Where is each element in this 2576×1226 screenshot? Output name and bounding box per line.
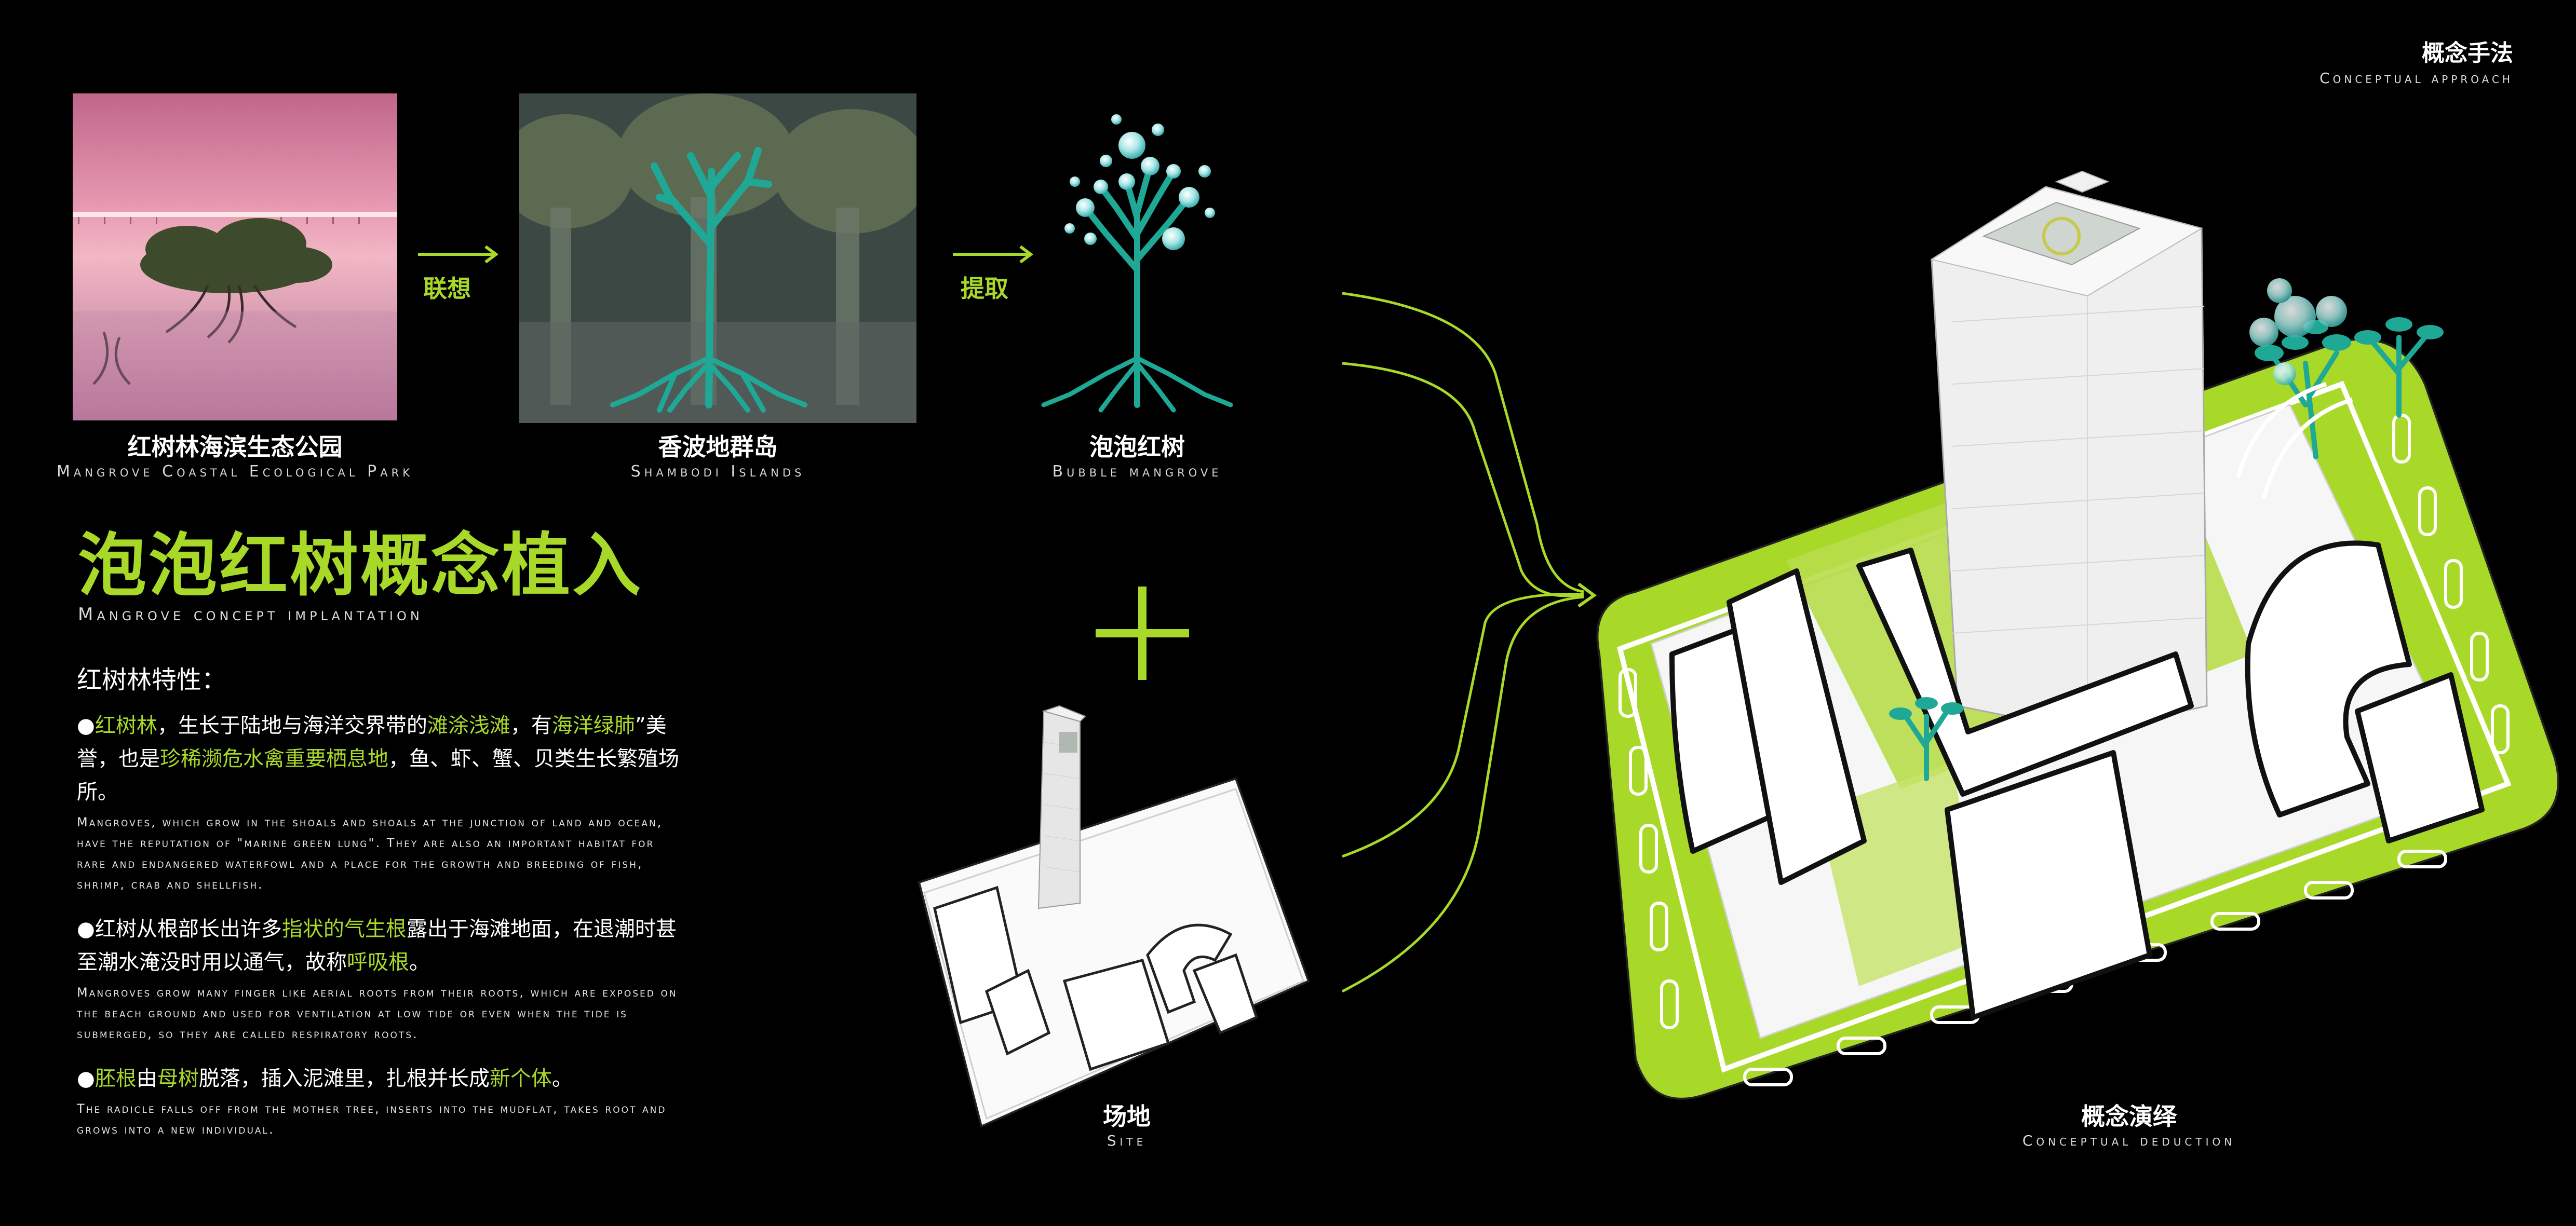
photo-caption-3-cn: 泡泡红树 [1089,433,1185,461]
photo-caption-3: 泡泡红树 Bubble mangrove [1013,428,1262,481]
site-caption-en: Site [1107,1132,1147,1149]
photo-caption-3-en: Bubble mangrove [1052,462,1222,481]
feature-text: ，生长于陆地与海洋交界带的 [157,714,427,738]
feature-text-en: Mangroves, which grow in the shoals and … [77,815,663,892]
feature-text-en: Mangroves grow many finger like aerial r… [77,985,678,1041]
bubble-mangrove-icon [1041,114,1233,413]
bullet-icon: ● [77,917,95,941]
feature-text: 露出于海滩地面，在退潮时甚至潮水淹没时用以通气，故称 [77,917,677,974]
section-title-en: Conceptual approach [2319,70,2513,87]
feature-highlight: 胚根 [95,1067,137,1091]
plus-icon [1096,587,1189,680]
section-title-cn: 概念手法 [2422,40,2513,66]
arrow-extract [953,245,1033,264]
site-caption-cn: 场地 [1103,1102,1151,1130]
converging-lines [1341,292,1597,993]
feature-highlight: 珍稀濒危水禽重要栖息地 [160,747,388,771]
photo-caption-2: 香波地群岛 Shambodi Islands [519,428,916,481]
site-caption: 场地 Site [1064,1098,1189,1149]
photo-caption-1-cn: 红树林海滨生态公园 [127,433,343,461]
feature-text-cn: ●胚根由母树脱落，插入泥滩里，扎根并长成新个体。 [77,1062,690,1095]
concept-deduction-model [1596,170,2559,1100]
bullet-icon: ● [77,714,95,738]
feature-item: ●胚根由母树脱落，插入泥滩里，扎根并长成新个体。 The radicle fall… [77,1062,690,1140]
photo-caption-2-cn: 香波地群岛 [658,433,778,461]
feature-highlight: 呼吸根 [347,950,409,974]
feature-text: ”美誉，也是 [77,714,667,771]
features-block: 红树林特性： ●红树林，生长于陆地与海洋交界带的滩涂浅滩，有海洋绿肺”美誉，也是… [77,659,690,1157]
feature-text: 。 [551,1067,573,1091]
arrow-extract-label: 提取 [961,275,1008,303]
feature-text: 红树从根部长出许多 [95,917,282,941]
feature-highlight: 海洋绿肺 [551,714,635,738]
concept-title-cn: 泡泡红树概念植入 [78,526,643,606]
site-model [918,705,1310,1128]
photo-caption-1: 红树林海滨生态公园 Mangrove Coastal Ecological Pa… [16,428,454,481]
feature-item: ●红树从根部长出许多指状的气生根露出于海滩地面，在退潮时甚至潮水淹没时用以通气，… [77,912,690,1044]
feature-highlight: 指状的气生根 [281,917,407,941]
feature-highlight: 红树林 [95,714,157,738]
section-title: 概念手法 Conceptual approach [2319,34,2513,87]
photo-caption-2-en: Shambodi Islands [630,462,805,481]
feature-text: ，有 [510,714,552,738]
feature-highlight: 滩涂浅滩 [427,714,510,738]
feature-text-en: The radicle falls off from the mother tr… [77,1101,667,1137]
feature-text: ，鱼、虾、蟹、贝类生长繁殖场所。 [77,747,679,804]
feature-item: ●红树林，生长于陆地与海洋交界带的滩涂浅滩，有海洋绿肺”美誉，也是珍稀濒危水禽重… [77,709,690,895]
feature-text: 。 [409,950,430,974]
shambodi-image [519,93,916,423]
deduction-caption: 概念演绎 Conceptual deduction [1963,1098,2295,1149]
feature-highlight: 新个体 [489,1067,552,1091]
photo-mangrove-park [73,93,397,420]
photo-caption-1-en: Mangrove Coastal Ecological Park [57,462,413,481]
arrow-associate-label: 联想 [423,275,471,303]
feature-text: 由 [136,1067,157,1091]
features-heading: 红树林特性： [77,665,227,694]
feature-text: 脱落，插入泥滩里，扎根并长成 [198,1067,490,1091]
bullet-icon: ● [77,1067,95,1091]
deduction-caption-en: Conceptual deduction [2022,1132,2236,1149]
arrow-associate [418,245,498,264]
feature-text-cn: ●红树从根部长出许多指状的气生根露出于海滩地面，在退潮时甚至潮水淹没时用以通气，… [77,912,690,979]
deduction-caption-cn: 概念演绎 [2081,1102,2177,1130]
features-list: ●红树林，生长于陆地与海洋交界带的滩涂浅滩，有海洋绿肺”美誉，也是珍稀濒危水禽重… [77,709,690,1140]
concept-title: 泡泡红树概念植入 Mangrove concept implantation [78,529,643,625]
feature-text-cn: ●红树林，生长于陆地与海洋交界带的滩涂浅滩，有海洋绿肺”美誉，也是珍稀濒危水禽重… [77,709,690,809]
photo-shambodi [519,93,916,423]
feature-highlight: 母树 [157,1067,199,1091]
mangrove-park-image [73,93,397,420]
concept-title-en: Mangrove concept implantation [78,604,423,625]
